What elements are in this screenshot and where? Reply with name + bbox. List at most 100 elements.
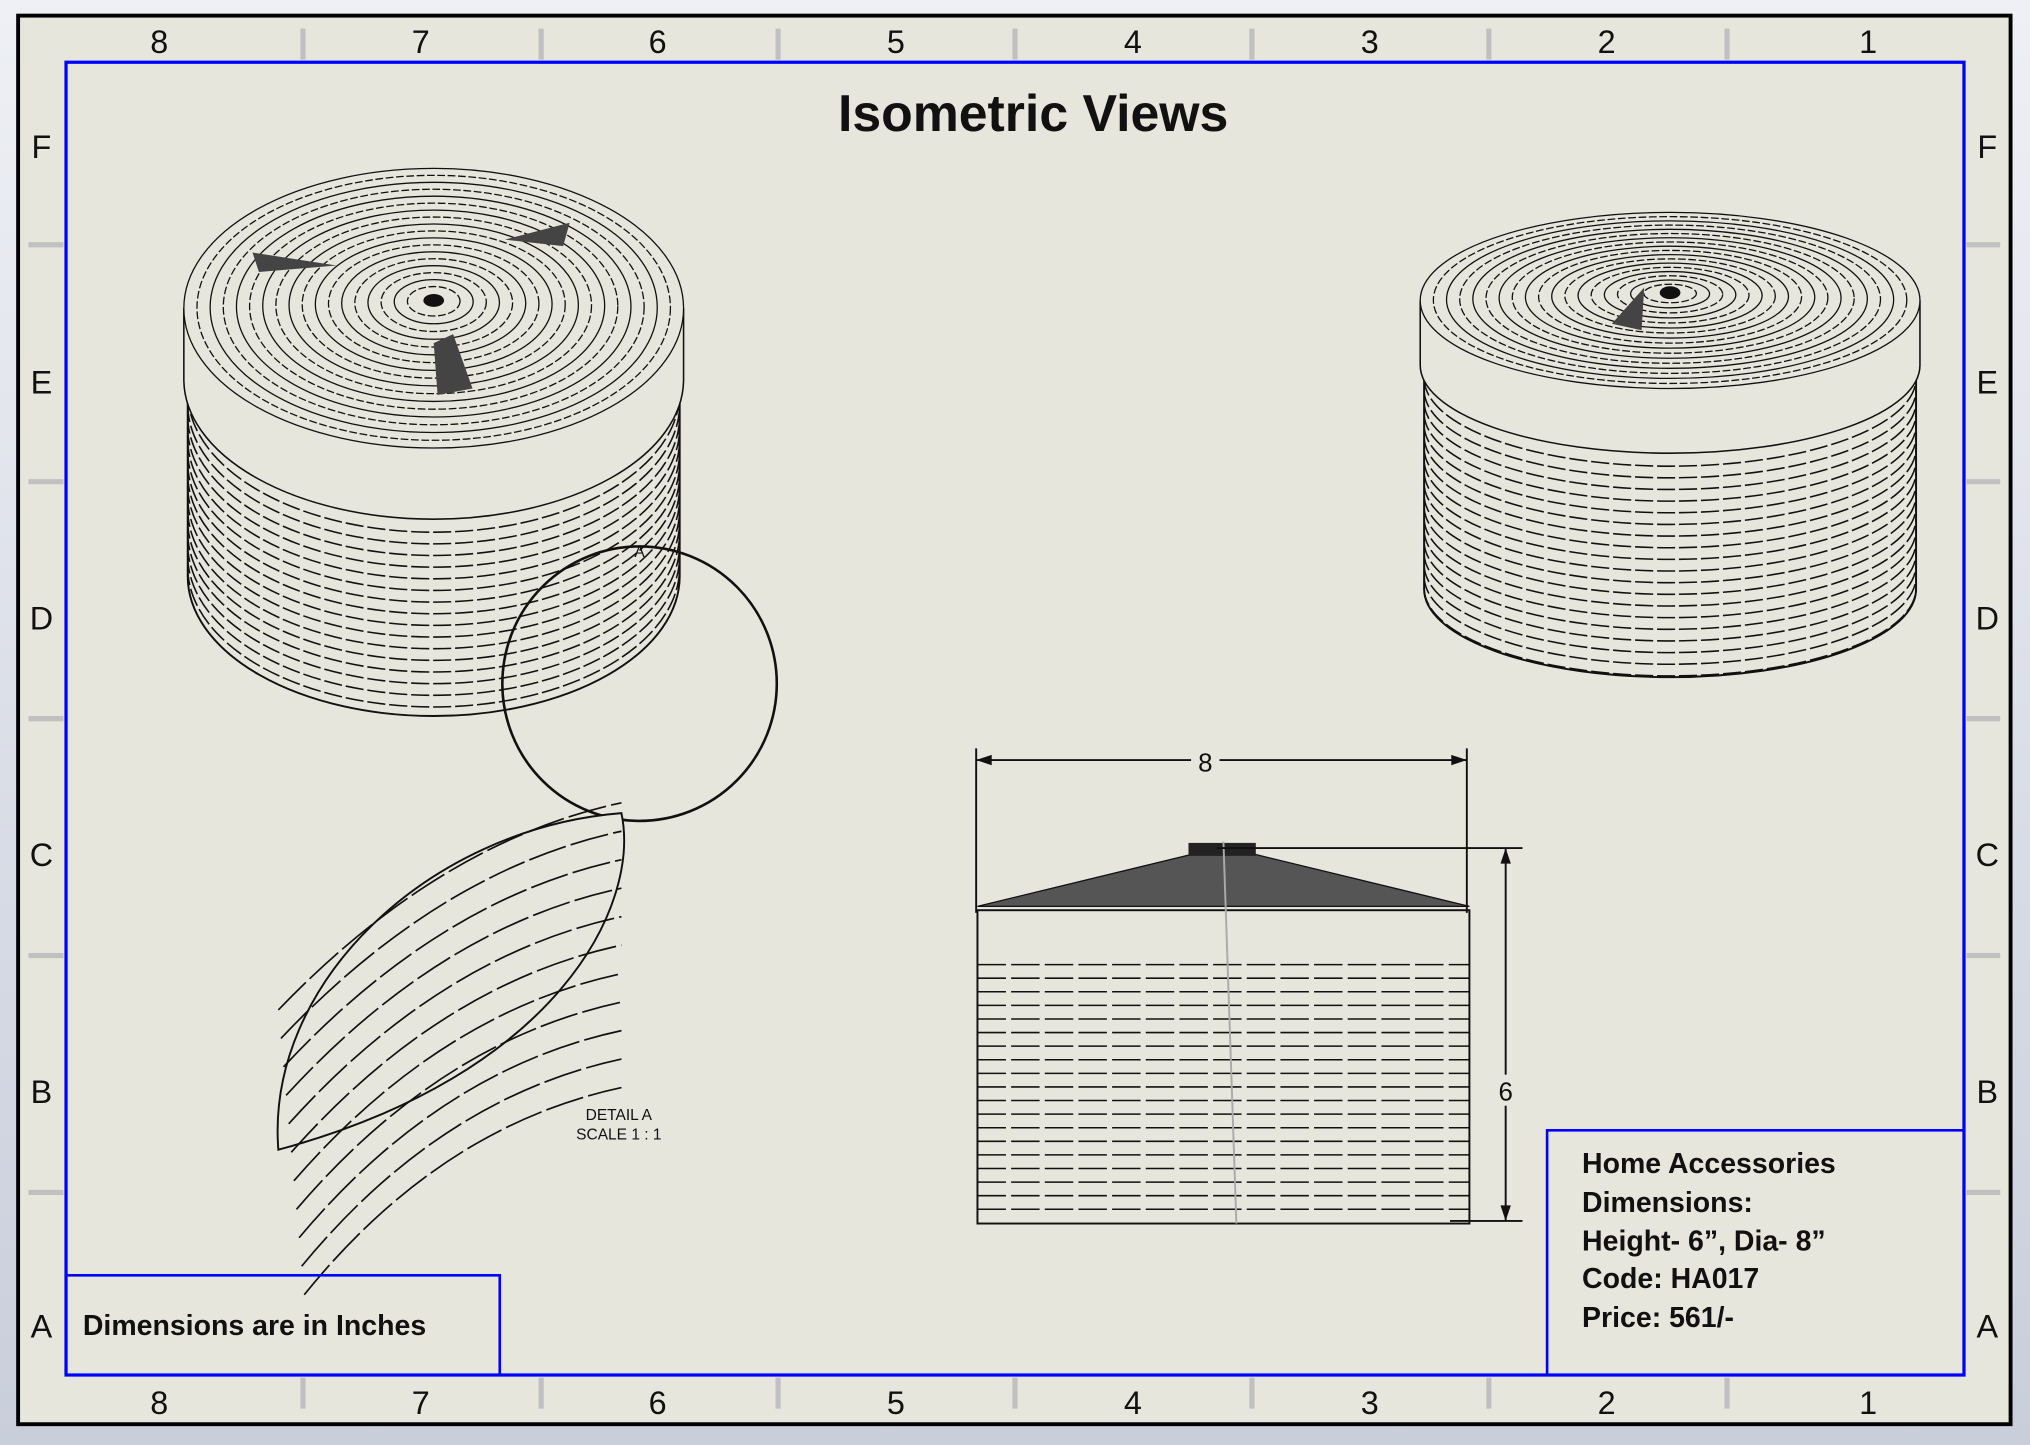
row-label: C	[1976, 837, 1999, 873]
info-product-category: Home Accessories	[1582, 1148, 1836, 1180]
column-label: 7	[412, 1385, 430, 1421]
lid-coil	[222, 188, 645, 426]
basket-coil	[1423, 413, 1917, 502]
dimension-height[interactable]: 6	[1216, 847, 1523, 1222]
column-label: 4	[1124, 1385, 1142, 1421]
lid-coil	[1537, 249, 1803, 344]
lid-coil	[406, 285, 461, 317]
lid-coil	[275, 216, 593, 395]
units-note-box: Dimensions are in Inches	[64, 1274, 502, 1377]
row-label: A	[31, 1308, 53, 1344]
lid-coil	[196, 174, 672, 441]
isometric-view-right	[1419, 211, 1921, 679]
column-label: 1	[1859, 24, 1877, 60]
basket-coil	[186, 392, 681, 533]
lid-coil	[1577, 262, 1763, 329]
basket-coil	[186, 462, 681, 603]
basket-body	[1423, 365, 1918, 679]
lid-coil	[1445, 220, 1895, 380]
basket-coil	[186, 485, 681, 627]
basket-coil	[186, 532, 681, 673]
basket-coil	[1423, 448, 1917, 537]
basket-coil	[1423, 471, 1917, 561]
basket-coil	[1423, 401, 1917, 491]
info-box: Home Accessories Dimensions: Height- 6”,…	[1545, 1129, 1966, 1377]
row-label: B	[31, 1074, 53, 1110]
info-price: Price: 561/-	[1582, 1302, 1734, 1334]
column-label: 2	[1598, 24, 1616, 60]
lid-coil	[1459, 224, 1882, 375]
basket-coil	[1423, 506, 1917, 596]
row-label: D	[30, 600, 53, 636]
detail-coil	[293, 972, 622, 1182]
basket-coil	[186, 555, 681, 697]
basket-coil	[186, 450, 681, 592]
basket-coil	[186, 520, 681, 662]
lid-coil	[1524, 245, 1816, 349]
lid-coil	[262, 209, 606, 403]
row-label: C	[30, 837, 53, 873]
detail-outline	[276, 812, 626, 1151]
basket-coil	[1423, 587, 1917, 677]
height-dimension-value: 6	[1498, 1079, 1512, 1107]
basket-coil	[186, 567, 681, 708]
detail-circle-a[interactable]	[501, 545, 779, 823]
basket-coil	[1423, 389, 1917, 479]
row-label: D	[1976, 600, 1999, 636]
lid-coil	[1616, 275, 1724, 314]
lid-coil	[1603, 270, 1737, 319]
row-label: E	[31, 365, 53, 401]
detail-coil	[277, 801, 622, 1011]
basket-coil	[1423, 424, 1917, 514]
lid-knob	[1188, 842, 1256, 856]
basket-coil	[186, 473, 681, 615]
column-label: 3	[1361, 1385, 1379, 1421]
lid-coil	[1511, 241, 1829, 354]
detail-coil	[298, 1029, 622, 1239]
page-title: Isometric Views	[838, 84, 1228, 142]
lid-coil	[1564, 258, 1776, 334]
detail-coil	[295, 1001, 622, 1210]
lid-knob	[423, 293, 445, 307]
basket-coil	[186, 415, 681, 557]
basket-coil	[186, 497, 681, 638]
lid-coil	[1419, 211, 1921, 390]
info-dimensions-value: Height- 6”, Dia- 8”	[1582, 1226, 1826, 1258]
detail-a-view	[276, 801, 626, 1296]
lid-coil	[341, 251, 527, 356]
lid-wedge	[252, 252, 337, 272]
lid-coil	[393, 278, 474, 325]
basket-coil	[186, 404, 681, 545]
detail-marker: A	[634, 544, 645, 561]
lid-coil	[301, 230, 566, 379]
column-label: 5	[887, 24, 905, 60]
basket-coil	[1423, 541, 1917, 631]
lid-coil	[235, 195, 632, 418]
dimension-width[interactable]: 8	[975, 747, 1468, 913]
lid-wedge	[504, 222, 570, 247]
column-label: 5	[887, 1385, 905, 1421]
lid-wedge	[433, 334, 473, 395]
column-label: 4	[1124, 24, 1142, 60]
detail-coil	[282, 858, 622, 1068]
lid-coil	[354, 258, 514, 348]
basket-coil	[1423, 564, 1917, 654]
basket-coil	[186, 543, 681, 685]
drawing-border	[64, 60, 1966, 1377]
lid-coil	[1485, 232, 1855, 364]
units-note: Dimensions are in Inches	[83, 1310, 426, 1342]
column-label: 6	[649, 24, 667, 60]
row-label: F	[1977, 129, 1997, 165]
lid-coil	[1472, 228, 1868, 369]
lid-coil	[367, 265, 501, 340]
lid-knob	[1659, 286, 1681, 300]
isometric-view-left	[183, 167, 685, 717]
column-label: 6	[649, 1385, 667, 1421]
lid-coil	[1590, 266, 1750, 324]
detail-coil	[290, 944, 622, 1153]
detail-scale: SCALE 1 : 1	[576, 1126, 661, 1143]
lid-coil	[1629, 279, 1711, 309]
detail-coil	[280, 830, 622, 1039]
